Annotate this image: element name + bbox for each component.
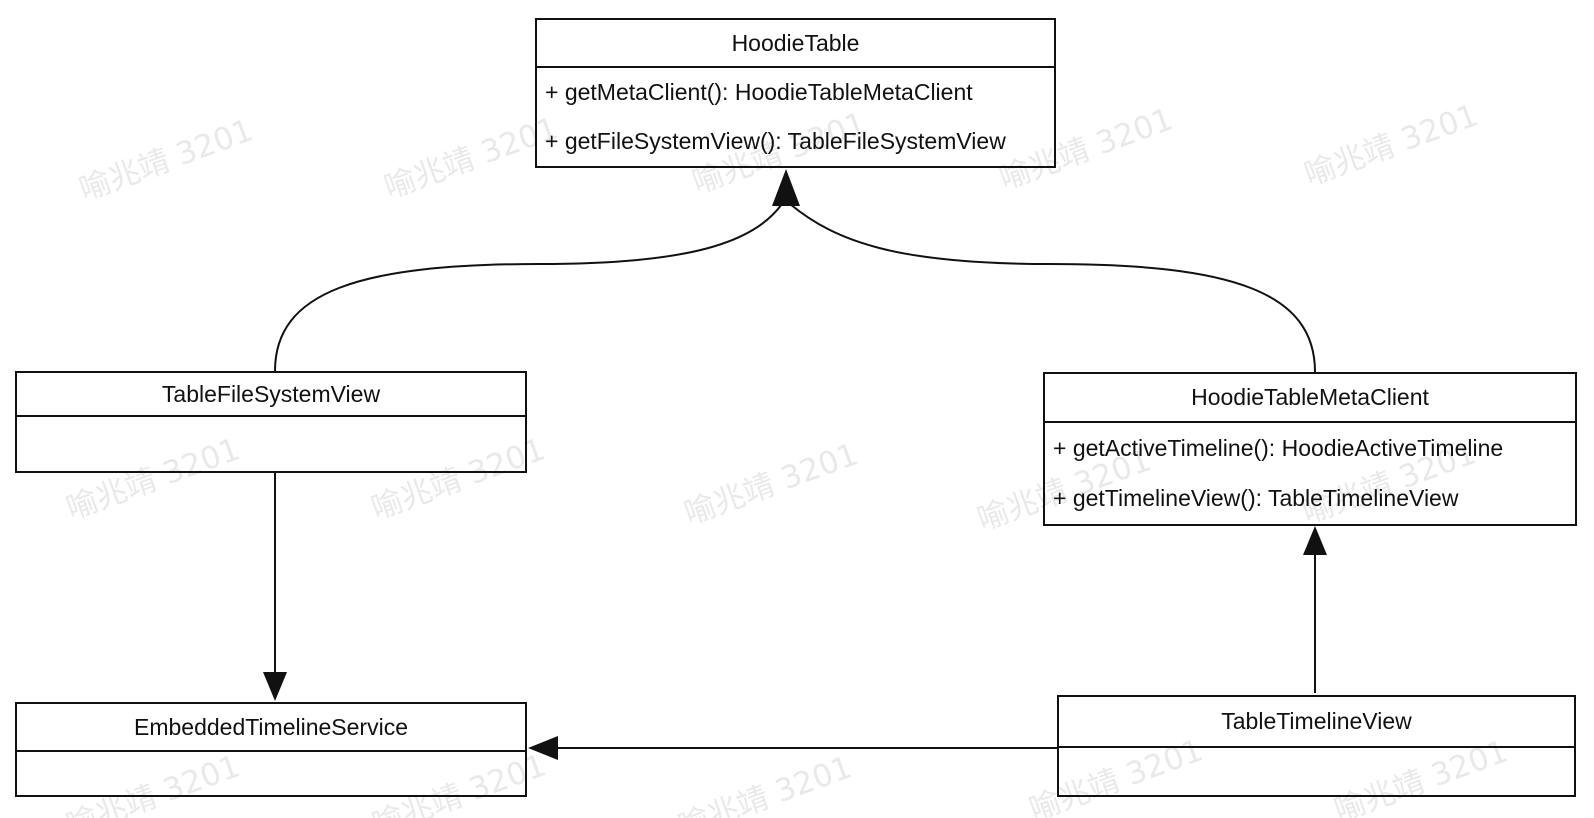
class-method: + getActiveTimeline(): HoodieActiveTimel… [1053,434,1504,461]
class-title: EmbeddedTimelineService [17,704,525,752]
class-title: TableFileSystemView [17,373,525,417]
arrowhead-up-into-hoodietable [772,169,800,206]
arrowhead-down-into-embeddedtimelineservice [263,672,287,701]
class-methods: + getMetaClient(): HoodieTableMetaClient… [537,68,1054,166]
class-methods [1059,748,1574,795]
edge-tablefilesystemview-to-hoodietable [274,203,783,372]
class-methods [17,417,525,471]
class-box-table-timeline-view: TableTimelineView [1057,695,1576,797]
class-methods [17,752,525,795]
class-title: HoodieTableMetaClient [1045,374,1575,423]
class-method: + getMetaClient(): HoodieTableMetaClient [545,79,973,105]
class-method: + getFileSystemView(): TableFileSystemVi… [545,128,1006,154]
class-box-hoodie-table-meta-client: HoodieTableMetaClient + getActiveTimelin… [1043,372,1577,526]
class-box-embedded-timeline-service: EmbeddedTimelineService [15,702,527,797]
class-box-hoodie-table: HoodieTable + getMetaClient(): HoodieTab… [535,18,1056,168]
class-method: + getTimelineView(): TableTimelineView [1053,485,1459,512]
class-title: TableTimelineView [1059,697,1574,748]
class-box-table-file-system-view: TableFileSystemView [15,371,527,473]
arrowhead-left-into-embeddedtimelineservice [528,736,558,760]
class-methods: + getActiveTimeline(): HoodieActiveTimel… [1045,423,1575,524]
edge-hoodietablemetaclient-to-hoodietable [789,203,1316,373]
arrowhead-up-into-hoodietablemetaclient [1303,526,1327,555]
class-title: HoodieTable [537,20,1054,68]
